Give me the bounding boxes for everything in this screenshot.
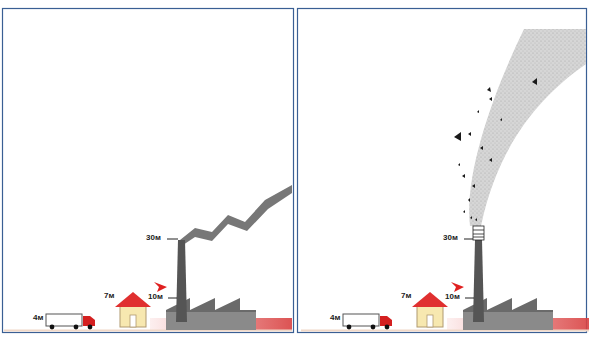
- height-label-holder: 30м: [146, 234, 161, 242]
- factory-scene: [4, 239, 292, 331]
- height-label-holder: 10м: [445, 293, 460, 301]
- height-label: 30м: [146, 234, 161, 242]
- height-label-holder: 7м: [104, 292, 114, 300]
- particles: [454, 78, 537, 221]
- height-label-holder: 7м: [401, 292, 411, 300]
- height-label-holder: 4м: [33, 314, 43, 322]
- smoke: [180, 185, 292, 245]
- height-label: 4м: [330, 314, 340, 322]
- height-label-holder: 4м: [330, 314, 340, 322]
- dispersed-plume: [469, 29, 586, 226]
- chimney-filter: [473, 226, 484, 240]
- height-label: 10м: [148, 293, 163, 301]
- height-label: 30м: [443, 234, 458, 242]
- height-label: 7м: [104, 292, 114, 300]
- panel-frame: [298, 9, 587, 333]
- panel-frame: [3, 9, 294, 333]
- height-label-holder: 10м: [148, 293, 163, 301]
- height-label: 10м: [445, 293, 460, 301]
- height-label: 7м: [401, 292, 411, 300]
- factory-scene: [301, 239, 589, 331]
- height-label: 4м: [33, 314, 43, 322]
- height-label-holder: 30м: [443, 234, 458, 242]
